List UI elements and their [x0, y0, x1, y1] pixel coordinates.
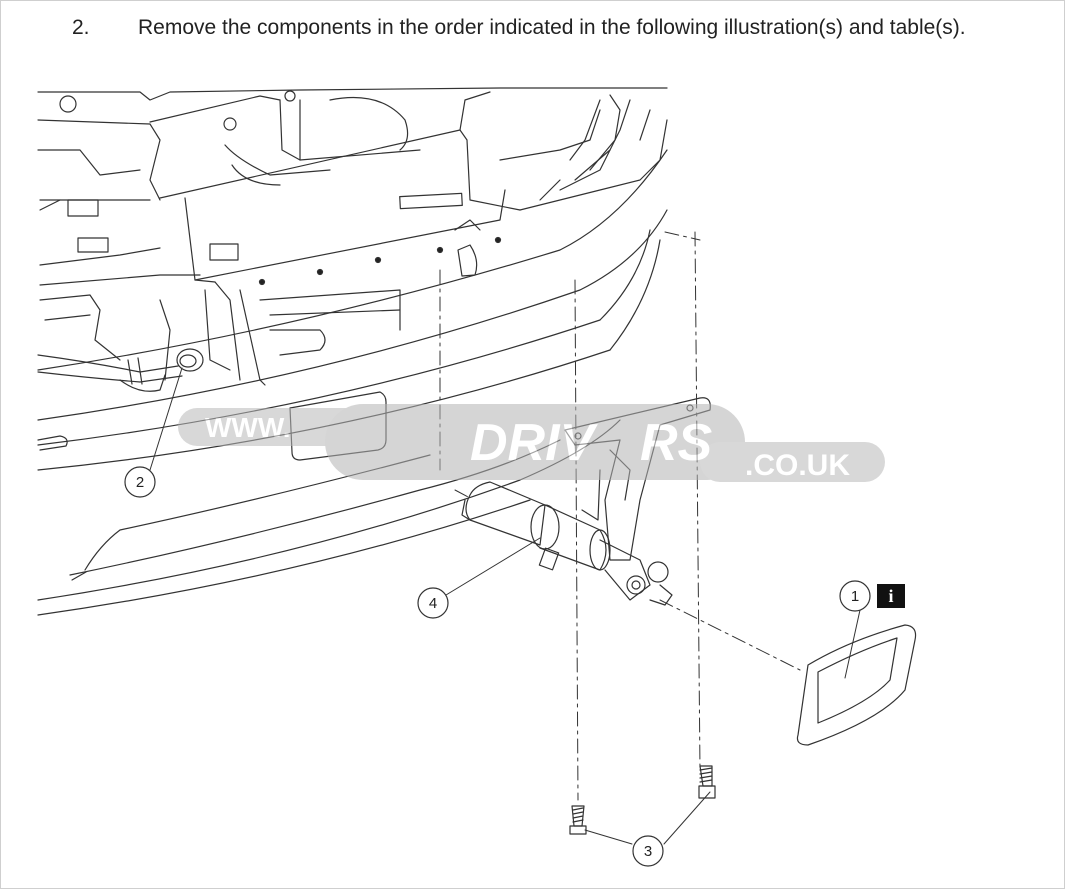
callout-2: 2 [124, 466, 156, 498]
callout-leaders [149, 367, 861, 845]
vehicle-front-structure [37, 87, 668, 392]
watermark-couk: .CO.UK [745, 449, 850, 482]
step-instruction: Remove the components in the order indic… [138, 16, 966, 39]
callout-3: 3 [632, 835, 664, 867]
step-number: 2. [72, 16, 90, 39]
callout-4-label: 4 [429, 595, 437, 612]
alignment-lines [439, 231, 801, 801]
watermark-driv: DRIV [470, 414, 599, 472]
watermark-www: WWW. [205, 412, 291, 443]
callout-1-label: 1 [851, 588, 859, 605]
callout-1: 1 [839, 580, 871, 612]
callout-4: 4 [417, 587, 449, 619]
info-icon: i [877, 584, 905, 608]
callout-2-label: 2 [136, 474, 144, 491]
washer-jet-cover [796, 624, 917, 746]
callout-3-label: 3 [644, 843, 652, 860]
watermark-rs: RS [640, 414, 713, 472]
washer-hose-connector [37, 348, 204, 385]
retaining-screws [569, 765, 716, 835]
watermark: WWW. DRIV RS .CO.UK [178, 404, 885, 482]
info-icon-glyph: i [888, 586, 893, 606]
